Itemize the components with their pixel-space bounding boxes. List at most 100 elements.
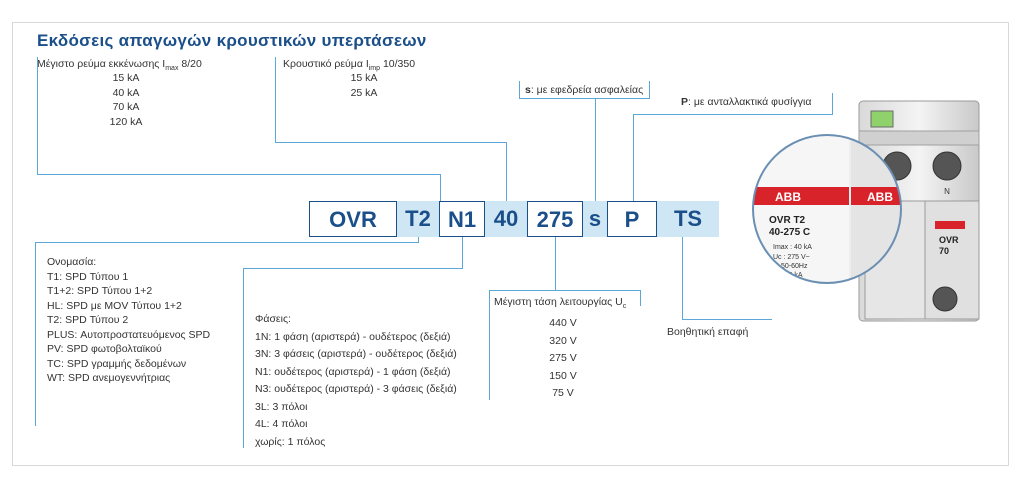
uc-heading: Μέγιστη τάση λειτουργίας Uc (494, 295, 626, 315)
uc-value: 440 V (549, 317, 577, 329)
connector-line (275, 142, 507, 143)
imax-heading-tail: 8/20 (178, 58, 202, 70)
code-part-ts: TS (657, 201, 719, 237)
code-part-ovr: OVR (309, 201, 397, 237)
status-window (870, 110, 894, 128)
connector-line (37, 174, 441, 175)
connector-line (519, 98, 649, 99)
iimp-values: 15 kA 25 kA (319, 71, 409, 100)
code-part-current: 40 (485, 201, 527, 237)
type-list: Ονομασία: T1: SPD Τύπου 1 T1+2: SPD Τύπο… (47, 255, 210, 386)
p-letter: P (681, 96, 689, 108)
connector-line (555, 237, 556, 291)
uc-value: 320 V (549, 334, 577, 347)
connector-line (35, 242, 36, 426)
type-item: HL: SPD με MOV Τύπου 1+2 (47, 299, 182, 312)
uc-heading-sub: c (622, 303, 627, 311)
connector-line (633, 114, 634, 201)
figure-frame: Εκδόσεις απαγωγών κρουστικών υπερτάσεων … (12, 22, 1009, 466)
imax-heading-sub: max (165, 65, 179, 73)
phase-item: 3N: 3 φάσεις (αριστερά) - ουδέτερος (δεξ… (255, 348, 457, 360)
connector-line (595, 98, 596, 201)
uc-values: 440 V 320 V 275 V 150 V 75 V (523, 315, 603, 403)
ts-label: Βοηθητική επαφή (667, 326, 749, 338)
uc-value: 275 V (549, 352, 577, 364)
brand-strip (935, 221, 965, 229)
iimp-heading-main: Κρουστικό ρεύμα I (283, 58, 369, 70)
connector-line (243, 268, 463, 269)
code-part-s: s (583, 201, 607, 237)
s-text: : με εφεδρεία ασφαλείας (530, 84, 644, 96)
model-line2: 40-275 C (769, 227, 810, 238)
terminal-label-n: N (944, 187, 950, 196)
connector-line (682, 319, 772, 320)
imax-values: 15 kA 40 kA 70 kA 120 kA (81, 71, 171, 129)
phase-item: χωρίς: 1 πόλος (255, 435, 326, 448)
type-item: TC: SPD γραμμής δεδομένων (47, 357, 187, 370)
connector-line (832, 93, 833, 115)
imax-value: 120 kA (109, 115, 143, 128)
p-label: P: με ανταλλακτικά φυσίγγια (681, 95, 811, 110)
connector-line (506, 142, 507, 201)
type-item: T1+2: SPD Τύπου 1+2 (47, 285, 153, 297)
connector-line (633, 114, 833, 115)
type-item: PV: SPD φωτοβολταϊκού (47, 343, 162, 355)
spec-line: Up : 1,4 kV (773, 281, 808, 288)
spec-line: 50-60Hz (781, 263, 808, 270)
brand-logo: ABB (775, 190, 801, 204)
code-part-phase: N1 (439, 201, 485, 237)
iimp-heading-sub: imp (368, 65, 381, 73)
uc-heading-main: Μέγιστη τάση λειτουργίας U (494, 296, 623, 308)
magnifier-lens: ABB ABB OVR T2 40-275 C Imax : 40 kA Uc … (753, 135, 901, 288)
brand-logo-right: ABB (867, 190, 893, 204)
imax-heading-main: Μέγιστο ρεύμα εκκένωσης I (37, 58, 166, 70)
iimp-value: 25 kA (350, 86, 378, 99)
device-rail (858, 130, 980, 146)
terminal-screw-icon (932, 286, 958, 312)
p-text: : με ανταλλακτικά φυσίγγια (688, 96, 812, 108)
connector-line (640, 290, 641, 306)
type-heading: Ονομασία: (47, 256, 97, 268)
connector-line (519, 81, 520, 99)
connector-line (489, 290, 490, 400)
spec-line: Uc : 275 V~ (773, 254, 810, 261)
uc-value: 75 V (552, 387, 574, 399)
brand-band (753, 187, 849, 205)
code-part-voltage: 275 (527, 201, 583, 237)
connector-line (649, 81, 650, 99)
phase-item: 4L: 4 πόλοι (255, 418, 308, 430)
connector-line (440, 174, 441, 201)
connector-line (243, 268, 244, 448)
imax-heading: Μέγιστο ρεύμα εκκένωσης Imax 8/20 (37, 57, 202, 77)
imax-value: 15 kA (112, 72, 140, 84)
side-model-line1: OVR (939, 235, 959, 245)
phase-item: 1N: 1 φάση (αριστερά) - ουδέτερος (δεξιά… (255, 330, 451, 343)
figure-title: Εκδόσεις απαγωγών κρουστικών υπερτάσεων (37, 31, 427, 50)
phase-heading: Φάσεις: (255, 313, 291, 325)
terminal-screw-icon (932, 151, 962, 181)
type-item: T2: SPD Τύπου 2 (47, 314, 129, 326)
model-line1: OVR T2 (769, 215, 806, 226)
product-image: L N OVR 70 ABB ABB OVR T2 40-275 C Imax … (752, 100, 980, 322)
phase-item: 3L: 3 πόλοι (255, 400, 308, 413)
side-model-line2: 70 (939, 246, 949, 256)
iimp-heading-tail: 10/350 (380, 58, 416, 70)
type-item: WT: SPD ανεμογεννήτριας (47, 372, 171, 384)
s-letter: s (525, 84, 531, 96)
spec-line: Imax : 40 kA (773, 244, 812, 251)
magnifier-ring (752, 134, 902, 284)
imax-value: 70 kA (112, 101, 140, 113)
type-item: T1: SPD Τύπου 1 (47, 270, 129, 283)
connector-line (682, 237, 683, 320)
connector-line (489, 290, 641, 291)
s-label: s: με εφεδρεία ασφαλείας (525, 83, 643, 98)
type-item: PLUS: Αυτοπροστατευόμενος SPD (47, 328, 211, 341)
connector-line (35, 242, 419, 243)
connector-line (418, 237, 419, 243)
connector-line (462, 237, 463, 269)
connector-line (37, 57, 38, 175)
iimp-value: 15 kA (350, 72, 378, 84)
code-part-p: P (607, 201, 657, 237)
phase-list: Φάσεις: 1N: 1 φάση (αριστερά) - ουδέτερο… (255, 311, 457, 451)
code-part-type: T2 (397, 201, 439, 237)
